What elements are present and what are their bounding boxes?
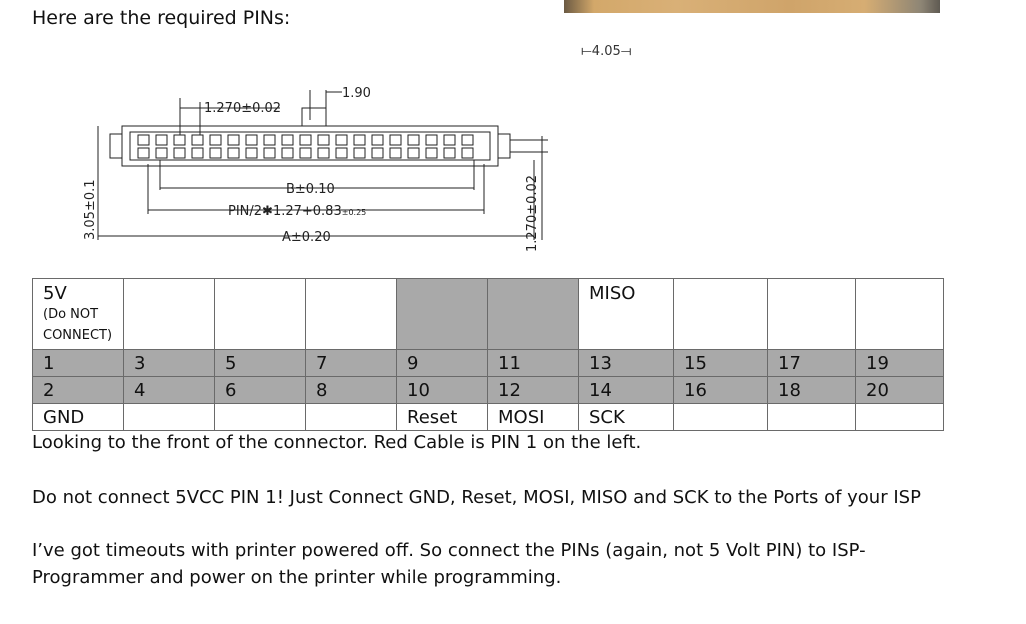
pin-label-miso: MISO xyxy=(578,278,674,350)
pin-label-reset: Reset xyxy=(396,403,488,431)
stray-dimension-label: ⟝4.05⟞ xyxy=(581,44,632,59)
table-cell xyxy=(767,403,856,431)
pin-number: 10 xyxy=(396,376,488,404)
pin-label-sck: SCK xyxy=(578,403,674,431)
table-cell xyxy=(123,403,215,431)
table-cell xyxy=(396,278,488,350)
pin-number: 6 xyxy=(214,376,306,404)
pin-label-5v: 5V (Do NOT CONNECT) xyxy=(32,278,124,350)
table-row-odd-pins: 1 3 5 7 9 11 13 15 17 19 xyxy=(32,349,944,377)
top-offset-label: 1.90 xyxy=(342,86,371,101)
pin-number: 14 xyxy=(578,376,674,404)
pin-label-mosi: MOSI xyxy=(487,403,579,431)
pin-number: 12 xyxy=(487,376,579,404)
table-cell xyxy=(214,403,306,431)
pin-table: 5V (Do NOT CONNECT) MISO 1 3 5 7 9 11 13… xyxy=(32,278,944,431)
table-cell xyxy=(767,278,856,350)
pin-number: 3 xyxy=(123,349,215,377)
a-label: A±0.20 xyxy=(282,230,331,245)
pin-label-gnd: GND xyxy=(32,403,124,431)
table-row-even-pins: 2 4 6 8 10 12 14 16 18 20 xyxy=(32,376,944,404)
pin-number: 9 xyxy=(396,349,488,377)
table-cell xyxy=(855,278,944,350)
table-cell xyxy=(673,278,768,350)
table-cell xyxy=(123,278,215,350)
row-pitch-label: 1.270±0.02 xyxy=(525,175,540,252)
photo-edge xyxy=(564,0,940,13)
warning-text: Do not connect 5VCC PIN 1! Just Connect … xyxy=(32,487,921,508)
table-cell xyxy=(214,278,306,350)
pin-number: 2 xyxy=(32,376,124,404)
pin-number: 16 xyxy=(673,376,768,404)
pin-number: 11 xyxy=(487,349,579,377)
pin-number: 8 xyxy=(305,376,397,404)
pin-number: 19 xyxy=(855,349,944,377)
table-cell xyxy=(673,403,768,431)
connector-drawing: 1.270±0.02 1.90 B±0.10 PIN/2✱1.27+0.83±0… xyxy=(83,86,548,252)
table-cell xyxy=(487,278,579,350)
page-heading: Here are the required PINs: xyxy=(32,7,291,29)
table-cell xyxy=(855,403,944,431)
pin-formula-label: PIN/2✱1.27+0.83±0.25 xyxy=(228,204,366,219)
pin-number: 13 xyxy=(578,349,674,377)
table-row-labels-bottom: GND Reset MOSI SCK xyxy=(32,403,944,431)
front-note: Looking to the front of the connector. R… xyxy=(32,432,642,453)
pin-number: 4 xyxy=(123,376,215,404)
table-row-labels-top: 5V (Do NOT CONNECT) MISO xyxy=(32,278,944,350)
b-label: B±0.10 xyxy=(286,182,335,197)
timeout-text-line2: Programmer and power on the printer whil… xyxy=(32,567,562,588)
pin-number: 17 xyxy=(767,349,856,377)
pin-number: 20 xyxy=(855,376,944,404)
pin-number: 15 xyxy=(673,349,768,377)
table-cell xyxy=(305,278,397,350)
pin-number: 18 xyxy=(767,376,856,404)
pitch-label: 1.270±0.02 xyxy=(204,101,281,116)
timeout-text-line1: I’ve got timeouts with printer powered o… xyxy=(32,540,866,561)
height-label: 3.05±0.1 xyxy=(83,179,98,240)
table-cell xyxy=(305,403,397,431)
pin-number: 5 xyxy=(214,349,306,377)
pin-number: 1 xyxy=(32,349,124,377)
pin-number: 7 xyxy=(305,349,397,377)
